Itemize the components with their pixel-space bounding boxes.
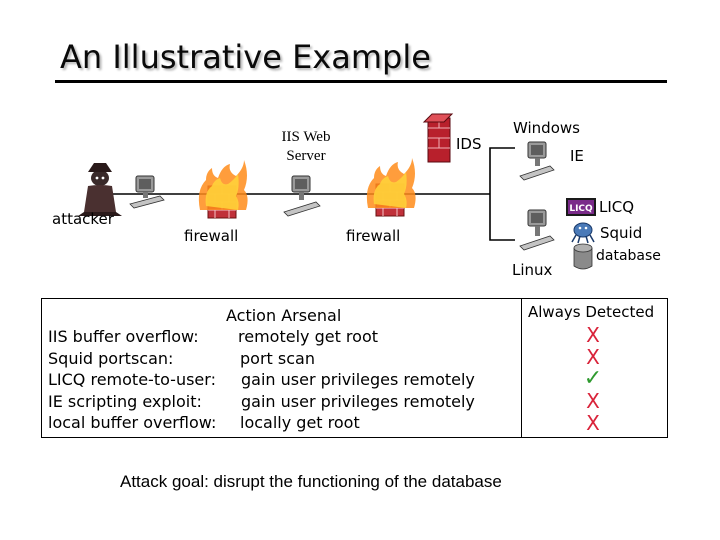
attack-goal: Attack goal: disrupt the functioning of … <box>120 472 502 491</box>
action-name-list: IIS buffer overflow: Squid portscan: LIC… <box>48 326 216 434</box>
detection-mark-list: X X ✓ X X <box>576 324 610 434</box>
always-detected-panel <box>521 298 668 438</box>
firewall-2-label: firewall <box>346 227 401 245</box>
ids-label: IDS <box>456 135 482 153</box>
iis-server-icon <box>283 175 321 217</box>
attacker-label: attacker <box>52 210 114 228</box>
action-effect-licq: gain user privileges remotely <box>241 370 475 389</box>
always-detected-heading: Always Detected <box>528 303 655 321</box>
detection-mark-squid: X <box>586 345 600 369</box>
licq-logo: LICQ <box>566 198 596 216</box>
svg-text:LICQ: LICQ <box>569 204 593 214</box>
ids-icon <box>422 113 454 163</box>
firewall-icon-2 <box>366 158 416 217</box>
action-name-local: local buffer overflow: <box>48 413 217 432</box>
network-diagram: LICQ <box>78 113 596 270</box>
linux-label: Linux <box>512 261 553 279</box>
action-name-iis: IIS buffer overflow: <box>48 327 199 346</box>
iis-server-label-line-1: IIS Web <box>281 129 331 145</box>
firewall-icon-1 <box>198 160 248 219</box>
action-effect-local: locally get root <box>240 413 360 432</box>
action-arsenal-heading: Action Arsenal <box>226 306 342 325</box>
action-name-licq: LICQ remote-to-user: <box>48 370 216 389</box>
action-effect-iis: remotely get root <box>238 327 378 346</box>
attacker-computer-icon <box>129 175 165 209</box>
detection-mark-ie: X <box>586 389 600 413</box>
iis-server-label: IIS Web Server <box>264 128 348 166</box>
branch-to-windows <box>489 147 515 194</box>
slide-title: An Illustrative Example <box>60 38 431 76</box>
network-links <box>100 147 515 241</box>
action-name-squid: Squid portscan: <box>48 348 174 368</box>
attacker-icon <box>78 163 122 216</box>
database-icon <box>573 243 593 270</box>
action-effect-list: remotely get root port scan gain user pr… <box>234 326 475 434</box>
action-effect-ie: gain user privileges remotely <box>241 391 475 411</box>
squid-logo <box>571 222 595 244</box>
linux-computer-icon <box>519 209 555 251</box>
title-underline <box>55 80 667 83</box>
windows-computer-icon <box>519 141 555 181</box>
iis-server-label-line-2: Server <box>286 148 326 164</box>
licq-label: LICQ <box>599 198 635 216</box>
database-label: database <box>596 248 661 264</box>
action-effect-squid: port scan <box>240 348 315 368</box>
squid-label: Squid <box>600 224 643 242</box>
action-name-ie: IE scripting exploit: <box>48 391 202 411</box>
ie-label: IE <box>570 147 584 165</box>
windows-label: Windows <box>513 119 580 137</box>
branch-to-linux <box>489 194 515 241</box>
detection-mark-licq: ✓ <box>583 366 603 391</box>
detection-mark-local: X <box>586 411 600 435</box>
firewall-1-label: firewall <box>184 227 239 245</box>
detection-mark-iis: X <box>586 323 600 347</box>
